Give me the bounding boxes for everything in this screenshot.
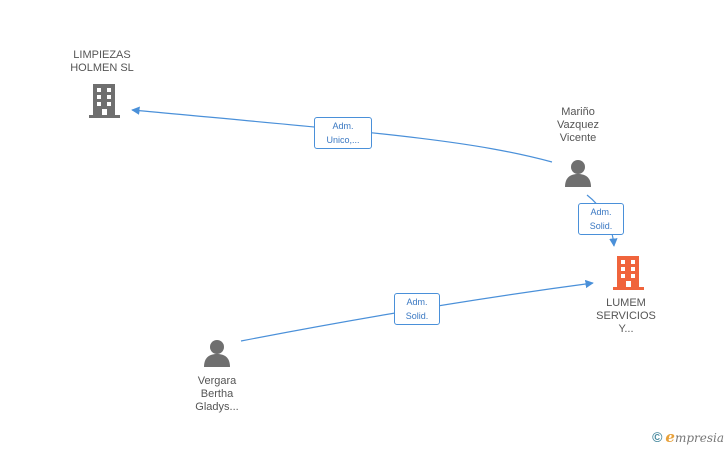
person-icon[interactable] — [565, 160, 591, 187]
edge-label-vergara-lumem[interactable]: Adm. Solid. — [394, 293, 440, 325]
edge-marino-limpiezas[interactable] — [131, 106, 553, 163]
node-label-vergara[interactable]: Vergara Bertha Gladys... — [195, 375, 239, 413]
empresia-watermark: © empresia — [652, 428, 724, 446]
building-icon[interactable] — [89, 84, 120, 118]
empresia-logo: empresia — [665, 428, 724, 446]
person-icon[interactable] — [204, 340, 230, 367]
edge-label-marino-lumem[interactable]: Adm. Solid. — [578, 203, 624, 235]
edge-label-marino-limpiezas[interactable]: Adm. Unico,... — [314, 117, 372, 149]
node-label-limpiezas[interactable]: LIMPIEZAS HOLMEN SL — [70, 49, 134, 74]
copyright-symbol: © — [652, 429, 663, 445]
building-icon[interactable] — [613, 256, 644, 290]
node-label-lumem[interactable]: LUMEM SERVICIOS Y... — [596, 297, 656, 335]
node-label-marino[interactable]: Mariño Vazquez Vicente — [557, 106, 599, 144]
